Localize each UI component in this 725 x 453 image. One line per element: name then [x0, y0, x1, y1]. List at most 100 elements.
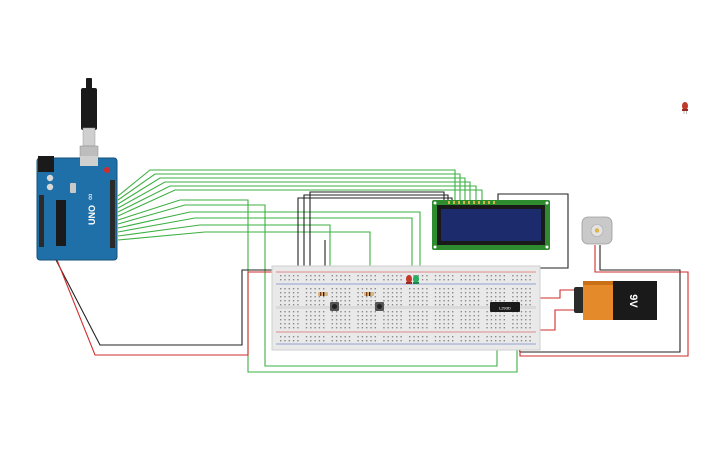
breadboard-hole	[340, 336, 342, 338]
breadboard-hole	[460, 292, 462, 294]
breadboard-hole	[495, 319, 497, 321]
breadboard-hole	[374, 323, 376, 325]
breadboard-hole	[396, 288, 398, 290]
breadboard-hole	[357, 336, 359, 338]
wire-green-11	[117, 224, 331, 300]
breadboard-hole	[421, 311, 424, 313]
breadboard-hole	[516, 315, 518, 317]
breadboard-hole	[292, 323, 295, 325]
breadboard-hole	[383, 275, 385, 277]
breadboard-hole	[391, 319, 394, 321]
breadboard-hole	[391, 311, 394, 313]
breadboard-hole	[473, 292, 475, 294]
breadboard-hole	[387, 311, 389, 313]
breadboard-hole	[486, 275, 488, 277]
breadboard-hole	[520, 323, 523, 325]
breadboard-hole	[361, 296, 364, 298]
breadboard-hole	[383, 315, 385, 317]
breadboard-hole	[387, 296, 389, 298]
breadboard-hole	[280, 300, 282, 302]
breadboard-hole	[396, 319, 398, 321]
breadboard-hole	[460, 340, 462, 342]
breadboard-hole	[421, 340, 424, 342]
breadboard-hole	[499, 279, 501, 281]
breadboard-hole	[516, 296, 518, 298]
breadboard-hole	[469, 279, 471, 281]
breadboard-hole	[486, 296, 488, 298]
breadboard-hole	[340, 296, 342, 298]
breadboard-hole	[417, 319, 419, 321]
breadboard-hole	[490, 340, 493, 342]
breadboard-hole	[400, 304, 402, 306]
breadboard-hole	[434, 327, 437, 329]
breadboard-hole	[529, 292, 531, 294]
resistor-2	[364, 292, 374, 296]
breadboard-hole	[495, 336, 497, 338]
breadboard-hole	[288, 336, 290, 338]
breadboard-hole	[340, 323, 342, 325]
breadboard-hole	[512, 275, 514, 277]
breadboard-hole	[318, 323, 321, 325]
breadboard-hole	[525, 315, 527, 317]
breadboard-hole	[310, 288, 312, 290]
breadboard-hole	[292, 327, 295, 329]
breadboard-hole	[447, 292, 450, 294]
breadboard-hole	[318, 311, 321, 313]
breadboard-hole	[447, 336, 450, 338]
breadboard-hole	[520, 319, 523, 321]
breadboard-hole	[314, 292, 316, 294]
breadboard-hole	[460, 319, 462, 321]
breadboard-hole	[297, 323, 299, 325]
breadboard-hole	[434, 315, 437, 317]
breadboard-hole	[490, 319, 493, 321]
breadboard-hole	[391, 275, 394, 277]
breadboard-hole	[361, 336, 364, 338]
usb-plug	[82, 127, 96, 147]
breadboard-hole	[469, 319, 471, 321]
breadboard-hole	[426, 319, 428, 321]
breadboard-hole	[374, 311, 376, 313]
breadboard-hole	[318, 304, 321, 306]
breadboard-hole	[464, 296, 467, 298]
breadboard-hole	[396, 336, 398, 338]
breadboard-hole	[348, 304, 351, 306]
breadboard-hole	[297, 275, 299, 277]
breadboard-hole	[486, 300, 488, 302]
breadboard-hole	[529, 315, 531, 317]
breadboard-hole	[318, 296, 321, 298]
breadboard-hole	[370, 311, 372, 313]
breadboard-hole	[421, 323, 424, 325]
battery-label: 9V	[627, 294, 639, 308]
breadboard-hole	[323, 315, 325, 317]
breadboard-hole	[305, 275, 308, 277]
breadboard-hole	[525, 340, 527, 342]
breadboard-hole	[297, 315, 299, 317]
breadboard-hole	[335, 296, 338, 298]
breadboard-hole	[314, 279, 316, 281]
breadboard-hole	[280, 311, 282, 313]
breadboard-hole	[477, 275, 480, 277]
battery-clip	[574, 287, 584, 313]
breadboard-hole	[361, 292, 364, 294]
breadboard-hole	[366, 315, 368, 317]
breadboard-hole	[340, 304, 342, 306]
breadboard-hole	[344, 296, 346, 298]
breadboard-hole	[284, 288, 286, 290]
breadboard-hole	[348, 292, 351, 294]
ic-label: L293D	[499, 306, 511, 311]
breadboard-hole	[439, 315, 441, 317]
breadboard-hole	[503, 319, 505, 321]
breadboard-hole	[516, 288, 518, 290]
breadboard-hole	[310, 323, 312, 325]
breadboard-hole	[361, 279, 364, 281]
breadboard-hole	[443, 292, 445, 294]
breadboard-hole	[383, 311, 385, 313]
breadboard-hole	[391, 300, 394, 302]
breadboard-hole	[477, 300, 480, 302]
breadboard-hole	[503, 323, 505, 325]
breadboard-hole	[280, 340, 282, 342]
breadboard-hole	[323, 336, 325, 338]
breadboard-hole	[297, 292, 299, 294]
breadboard-hole	[443, 340, 445, 342]
breadboard-hole	[284, 279, 286, 281]
